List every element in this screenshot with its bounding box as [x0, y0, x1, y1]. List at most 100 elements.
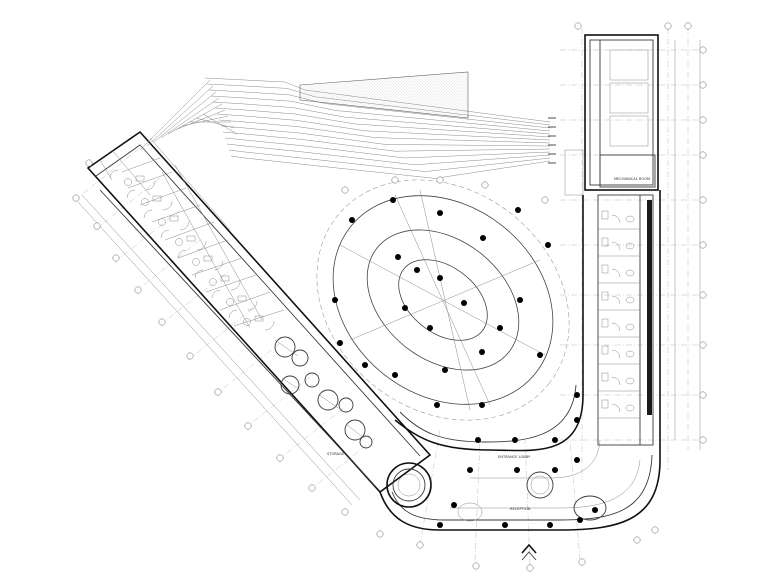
fixture-counter	[601, 210, 609, 220]
structural-column	[362, 362, 368, 368]
terrace-line	[224, 137, 551, 159]
fixture-counter	[169, 215, 179, 222]
fixture-counter	[601, 237, 609, 247]
door-swing	[145, 180, 156, 191]
fixture-basin	[192, 258, 200, 266]
structural-column	[437, 275, 443, 281]
fixture-counter	[203, 255, 213, 262]
structural-column	[552, 437, 558, 443]
grid-bubble	[416, 541, 424, 549]
structural-column	[461, 300, 467, 306]
terrace-line	[222, 131, 551, 152]
door-swing	[126, 189, 136, 199]
terrace-line	[220, 125, 551, 147]
grid-bubble	[699, 81, 707, 89]
grid-bubble	[541, 196, 549, 204]
grid-bubble	[276, 454, 284, 462]
note-label-reception: RECEPTION	[510, 507, 531, 511]
terrace-diagonal	[181, 115, 229, 127]
structural-column	[517, 297, 523, 303]
grid-bubble	[158, 318, 166, 326]
fixture-basin	[625, 323, 635, 331]
door-swing	[611, 295, 621, 305]
door-swing	[179, 220, 190, 231]
structural-column	[502, 522, 508, 528]
terrace-line	[226, 143, 551, 166]
structural-column	[402, 305, 408, 311]
structural-column	[515, 207, 521, 213]
door-swing	[611, 349, 621, 359]
ellipse-field	[316, 179, 598, 528]
note-label-storage: STORAGE	[327, 452, 345, 456]
terrace-diagonal	[160, 97, 220, 139]
fixture-basin	[625, 215, 635, 223]
fixture-basin	[124, 178, 132, 186]
structural-column	[475, 437, 481, 443]
door-swing	[196, 240, 207, 251]
grid-bubble	[244, 422, 252, 430]
door-swing	[247, 300, 258, 311]
fixture-basin	[243, 318, 251, 326]
grid-bubble	[436, 176, 444, 184]
structural-column	[512, 437, 518, 443]
structural-column	[574, 417, 580, 423]
terrace-line	[218, 119, 551, 144]
door-swing	[109, 169, 119, 179]
fixture-counter	[601, 399, 609, 409]
structural-column	[480, 235, 486, 241]
grid-bubble	[526, 564, 534, 572]
structural-column	[479, 402, 485, 408]
grid-bubble	[664, 22, 672, 30]
grid-bubble	[699, 151, 707, 159]
terrace-diagonal	[202, 113, 238, 135]
curved-corridor	[379, 384, 661, 561]
fixture-counter	[186, 235, 196, 242]
structural-column	[414, 267, 420, 273]
structural-column	[467, 467, 473, 473]
fixture-counter	[220, 275, 230, 282]
fixture-basin	[175, 238, 183, 246]
door-swing	[177, 249, 187, 259]
grid-bubble	[93, 222, 101, 230]
terrace-line	[228, 149, 551, 172]
grid-bubble	[391, 176, 399, 184]
structural-column	[547, 522, 553, 528]
fixture-basin	[625, 404, 635, 412]
door-swing	[230, 280, 241, 291]
grid-bubble	[112, 254, 120, 262]
door-swing	[211, 289, 221, 299]
structural-column	[332, 297, 338, 303]
fixture-basin	[141, 198, 149, 206]
door-swing	[611, 241, 621, 251]
fixture-counter	[152, 195, 162, 202]
grid-bubble	[472, 562, 480, 570]
grid-bubble	[341, 186, 349, 194]
grid-bubble	[699, 196, 707, 204]
fixture-basin	[226, 298, 234, 306]
grid-bubble	[699, 46, 707, 54]
structural-column	[537, 352, 543, 358]
structural-column	[349, 217, 355, 223]
door-swing	[160, 229, 170, 239]
fixture-counter	[601, 264, 609, 274]
fixture-basin	[625, 242, 635, 250]
fixture-counter	[601, 318, 609, 328]
structural-column	[434, 402, 440, 408]
structural-column	[497, 325, 503, 331]
structural-column	[442, 367, 448, 373]
terrace-line	[230, 155, 551, 179]
grid-bubble	[186, 352, 194, 360]
structural-column	[574, 457, 580, 463]
door-swing	[228, 309, 238, 319]
structural-column	[514, 467, 520, 473]
structural-column	[337, 340, 343, 346]
grid-bubble	[651, 526, 659, 534]
left-wing	[77, 130, 432, 506]
door-swing	[611, 268, 621, 278]
grid-bubble	[699, 436, 707, 444]
structural-column	[545, 242, 551, 248]
grid-bubble	[341, 508, 349, 516]
fixture-counter	[135, 175, 145, 182]
